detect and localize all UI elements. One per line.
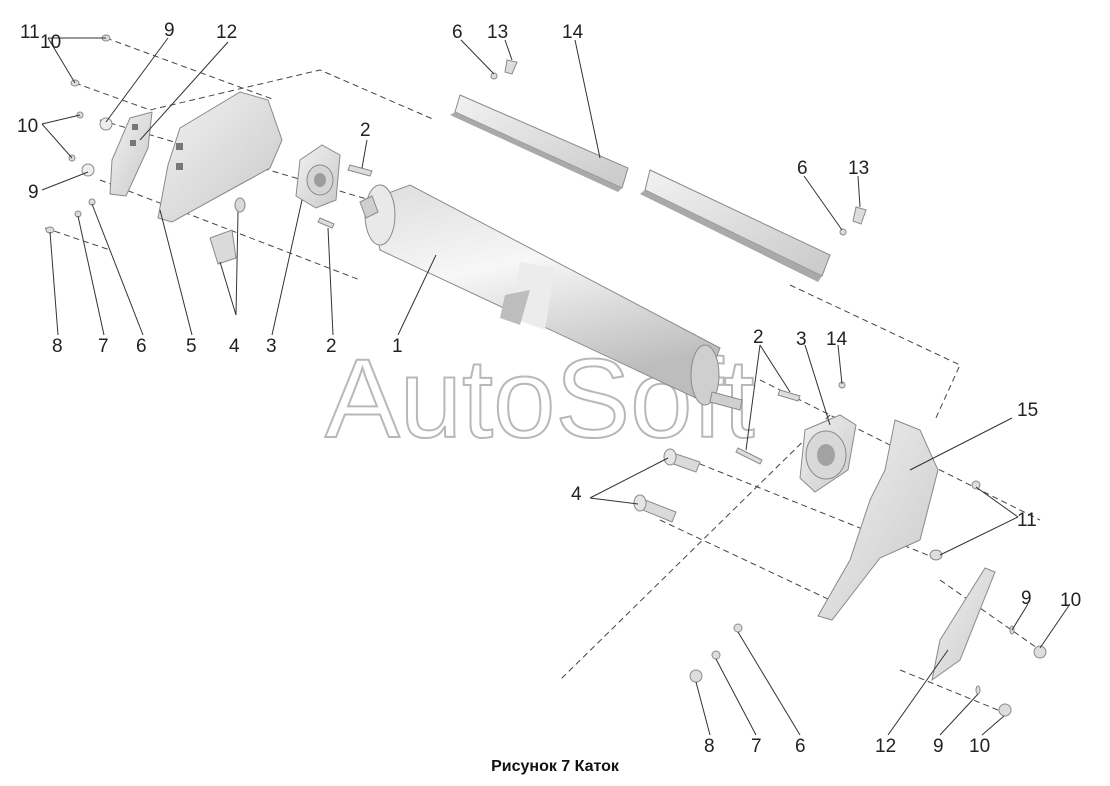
callout-label: 6 [136,336,147,357]
callout-label: 2 [753,327,764,348]
callout-label: 9 [1021,588,1032,609]
left-side-plate [157,91,283,223]
callout-labels: 1 2 2 2 3 3 4 4 5 6 6 6 6 7 7 8 8 9 9 9 … [17,20,1081,757]
callout-label: 4 [571,484,582,505]
callout-label: 8 [52,336,63,357]
callout-label: 11 [1017,510,1037,531]
right-side-plate [817,419,939,621]
right-strap-plate [931,567,996,682]
angle-bar-left [450,94,629,192]
leader-lines [41,37,1071,736]
pins [209,197,701,523]
callout-label: 7 [751,736,762,757]
callout-label: 9 [933,736,944,757]
callout-label: 2 [326,336,337,357]
callout-label: 1 [392,336,403,357]
callout-label: 10 [40,32,61,53]
callout-label: 12 [216,22,237,43]
callout-label: 10 [969,736,990,757]
figure-caption: Рисунок 7 Каток [491,758,619,775]
right-bearing-housing [799,414,857,493]
callout-label: 13 [487,22,508,43]
callout-label: 3 [796,329,807,350]
callout-label: 6 [797,158,808,179]
hardware [45,34,1047,717]
callout-label: 9 [28,182,39,203]
callout-label: 6 [452,22,463,43]
angle-bar-right [640,169,831,282]
roller [359,184,743,411]
callout-label: 7 [98,336,109,357]
callout-label: 3 [266,336,277,357]
callout-label: 11 [20,22,40,43]
callout-label: 2 [360,120,371,141]
callout-label: 13 [848,158,869,179]
callout-label: 8 [704,736,715,757]
callout-label: 15 [1017,400,1038,421]
callout-label: 4 [229,336,240,357]
callout-label: 5 [186,336,197,357]
left-bearing-housing [295,144,341,209]
callout-label: 14 [826,329,848,350]
callout-label: 9 [164,20,175,41]
callout-label: 12 [875,736,896,757]
callout-label: 10 [1060,590,1081,611]
callout-label: 14 [562,22,584,43]
callout-label: 6 [795,736,806,757]
left-strap-plate [109,111,153,197]
callout-label: 10 [17,116,38,137]
